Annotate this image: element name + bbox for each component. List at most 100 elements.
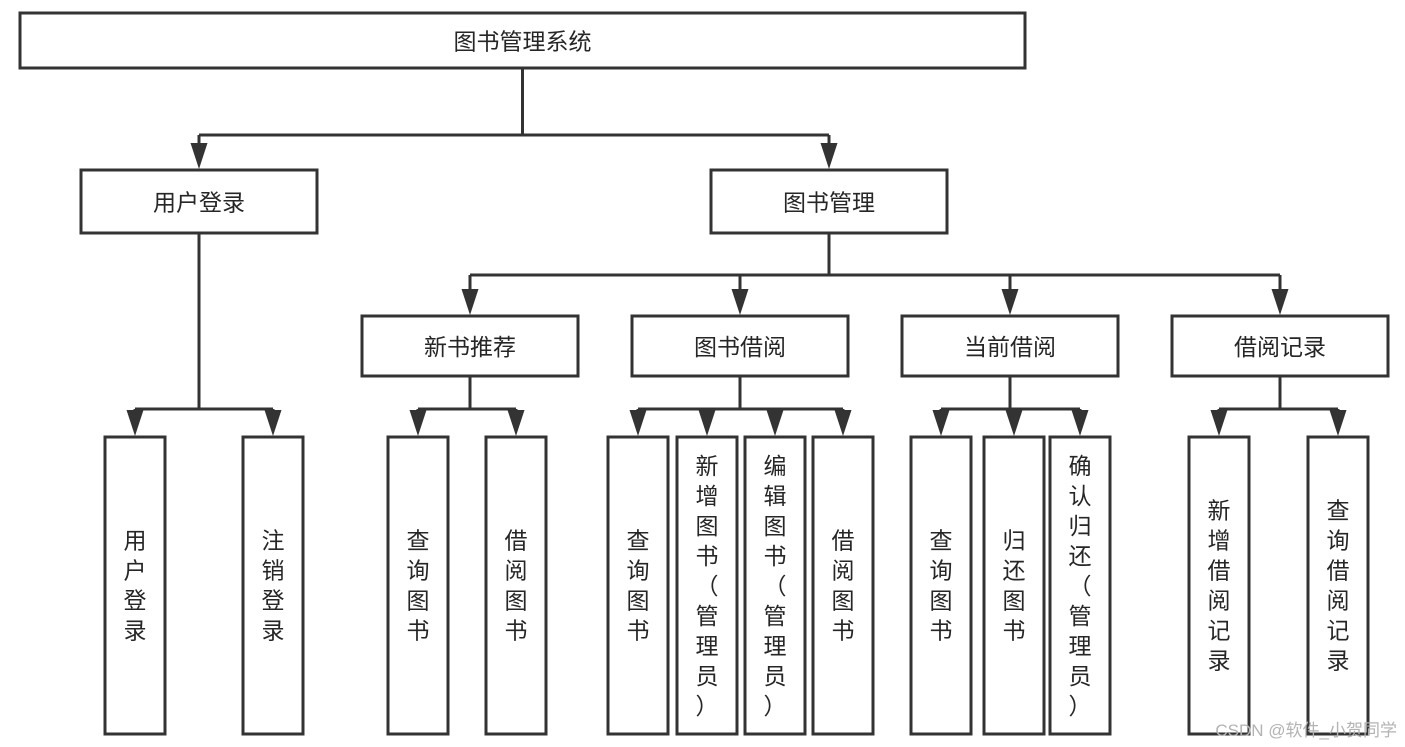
arrow-head-icon	[1071, 410, 1089, 436]
node-layer: 图书管理系统用户登录图书管理新书推荐图书借阅当前借阅借阅记录用户登录注销登录查询…	[18, 11, 1390, 736]
node-label: 当前借阅	[964, 334, 1056, 360]
node-label-char: 归	[1003, 528, 1026, 554]
node-label-char: 员	[1069, 663, 1092, 689]
node-label-char: 询	[407, 558, 430, 584]
node-label-char: 图	[764, 513, 787, 539]
node-label-char: 书	[505, 618, 528, 644]
arrow-head-icon	[629, 410, 647, 436]
node-box	[743, 435, 807, 736]
arrow-head-icon	[264, 410, 282, 436]
node-label-char: 图	[407, 588, 430, 614]
node-label-char: 登	[262, 588, 285, 614]
node-label-char: 管	[764, 603, 787, 629]
node-box	[18, 11, 1027, 70]
node-label-char: 询	[627, 558, 650, 584]
arrow-head-icon	[834, 410, 852, 436]
node-label-char: 还	[1069, 543, 1092, 569]
node-box	[811, 435, 875, 736]
node-label-char: 借	[832, 528, 855, 554]
arrow-head-icon	[698, 410, 716, 436]
node-l1_0[interactable]: 用户登录	[79, 168, 319, 235]
node-box	[360, 314, 580, 378]
arrow-head-icon	[461, 289, 479, 315]
node-box	[386, 435, 450, 736]
node-label-char: 录	[1208, 648, 1231, 674]
node-box	[103, 435, 167, 736]
node-label-char: 询	[930, 558, 953, 584]
node-l2_0[interactable]: 新书推荐	[360, 314, 580, 378]
node-label-char: ）	[1069, 693, 1092, 719]
node-label-char: 登	[124, 588, 147, 614]
node-root[interactable]: 图书管理系统	[18, 11, 1027, 70]
node-label-char: ）	[696, 693, 719, 719]
node-label-char: 户	[124, 558, 147, 584]
node-label-char: （	[764, 573, 787, 599]
node-label-char: 借	[505, 528, 528, 554]
node-label-char: 记	[1208, 618, 1231, 644]
node-label: 图书管理系统	[454, 29, 592, 55]
arrow-head-icon	[820, 143, 838, 169]
node-label-char: 查	[407, 528, 430, 554]
node-label-char: 销	[262, 558, 285, 584]
node-label: 图书管理	[783, 190, 875, 216]
node-label-char: 注	[262, 528, 285, 554]
node-label-char: 员	[764, 663, 787, 689]
watermark-label: CSDN @软件_小贺同学	[1215, 721, 1397, 740]
arrow-head-icon	[1271, 289, 1289, 315]
node-l2_3[interactable]: 借阅记录	[1170, 314, 1390, 378]
arrow-head-icon	[409, 410, 427, 436]
node-label-char: 图	[505, 588, 528, 614]
node-label-char: 录	[262, 618, 285, 644]
node-label-char: 理	[1069, 633, 1092, 659]
node-label-char: 图	[696, 513, 719, 539]
node-box	[1048, 435, 1112, 736]
arrow-head-icon	[731, 289, 749, 315]
node-label-char: 图	[930, 588, 953, 614]
arrow-head-icon	[190, 143, 208, 169]
node-leaf_0[interactable]: 用户登录	[103, 435, 167, 736]
node-label-char: 图	[627, 588, 650, 614]
node-l2_2[interactable]: 当前借阅	[900, 314, 1120, 378]
node-l2_1[interactable]: 图书借阅	[630, 314, 850, 378]
node-box	[709, 168, 949, 235]
arrow-head-icon	[1329, 410, 1347, 436]
node-label-char: 辑	[764, 483, 787, 509]
node-label-char: 增	[1208, 528, 1231, 554]
node-label-char: 管	[696, 603, 719, 629]
node-label-char: 阅	[1208, 588, 1231, 614]
node-label-char: 归	[1069, 513, 1092, 539]
node-box	[241, 435, 305, 736]
node-label-char: 书	[832, 618, 855, 644]
node-l1_1[interactable]: 图书管理	[709, 168, 949, 235]
node-box	[982, 435, 1046, 736]
node-label-char: 书	[930, 618, 953, 644]
node-label-char: 书	[696, 543, 719, 569]
node-label-char: 书	[764, 543, 787, 569]
node-label-char: 借	[1327, 558, 1350, 584]
node-label-char: 增	[696, 483, 719, 509]
node-label-char: 查	[627, 528, 650, 554]
node-box	[1187, 435, 1251, 736]
edge-layer	[126, 68, 1347, 436]
node-label: 图书借阅	[694, 334, 786, 360]
node-label-char: 询	[1327, 528, 1350, 554]
node-label-char: 录	[1327, 648, 1350, 674]
node-label-char: 图	[1003, 588, 1026, 614]
node-box	[909, 435, 973, 736]
arrow-head-icon	[126, 410, 144, 436]
node-label-char: 编	[764, 453, 787, 479]
node-box	[1306, 435, 1370, 736]
node-label: 借阅记录	[1234, 334, 1326, 360]
